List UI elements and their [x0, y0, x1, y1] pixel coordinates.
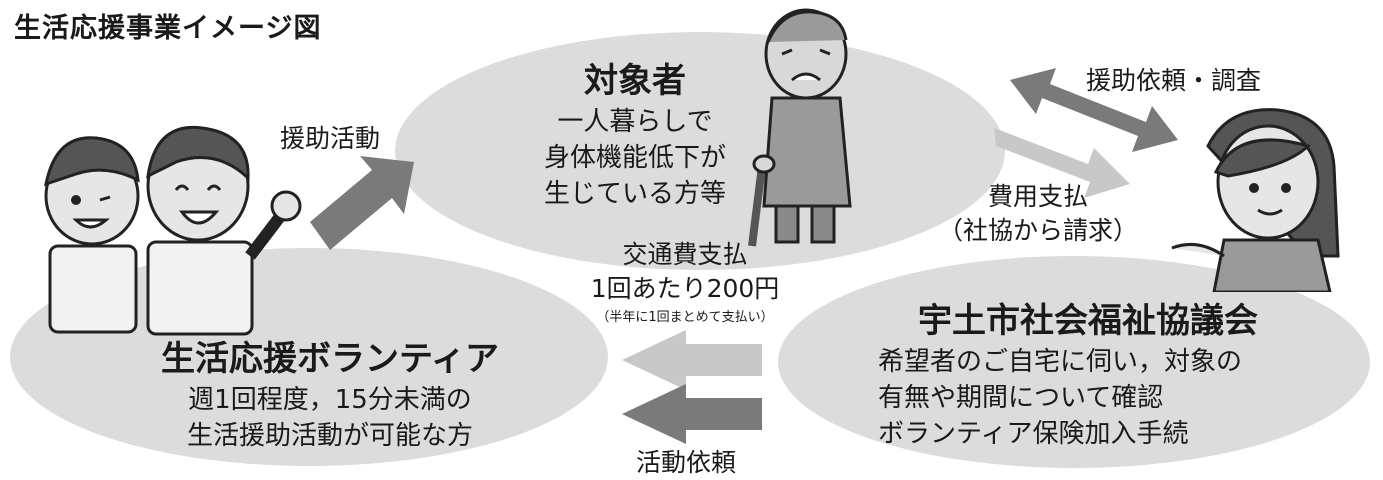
transport-fee-label-block: 交通費支払 1回あたり200円 （半年に1回まとめて支払い）: [560, 238, 810, 325]
council-line-3: ボランティア保険加入手続: [878, 419, 1189, 449]
elderly-person-illustration: [748, 8, 852, 247]
support-activity-label: 援助活動: [280, 124, 381, 153]
fee-payment-label-block: 費用支払 （社協から請求）: [918, 180, 1158, 248]
transport-fee-note: （半年に1回まとめて支払い）: [596, 310, 774, 325]
target-line-1: 一人暮らしで: [557, 107, 713, 137]
target-line-2: 身体機能低下が: [543, 143, 726, 173]
support-activity-arrow: [310, 156, 414, 250]
transport-fee-amount: 1回あたり200円: [590, 274, 780, 303]
fee-payment-label: 費用支払: [987, 182, 1088, 211]
request-survey-arrow: [1010, 68, 1178, 152]
council-heading: 宇土市社会福祉協議会: [918, 301, 1258, 341]
council-text-block: 宇土市社会福祉協議会 希望者のご自宅に伺い，対象の 有無や期間について確認 ボラ…: [878, 298, 1298, 452]
target-line-3: 生じている方等: [543, 179, 726, 209]
volunteer-heading: 生活応援ボランティア: [161, 339, 499, 379]
volunteers-illustration: [44, 125, 302, 336]
transport-fee-arrow: [622, 330, 762, 390]
request-survey-label: 援助依頼・調査: [1086, 66, 1262, 95]
target-ellipse: [395, 32, 1005, 270]
volunteer-line-2: 生活援助活動が可能な方: [186, 421, 473, 451]
fee-payment-note: （社協から請求）: [937, 216, 1138, 245]
diagram-title: 生活応援事業イメージ図: [14, 13, 322, 44]
activity-request-arrow: [622, 384, 762, 444]
fee-payment-arrow: [994, 128, 1130, 198]
target-heading: 対象者: [584, 61, 686, 101]
transport-fee-label: 交通費支払: [622, 240, 748, 269]
volunteer-text-block: 生活応援ボランティア 週1回程度，15分未満の 生活援助活動が可能な方: [120, 336, 540, 454]
council-line-2: 有無や期間について確認: [878, 383, 1164, 413]
council-staff-illustration: [1171, 108, 1340, 292]
target-text-block: 対象者 一人暮らしで 身体機能低下が 生じている方等: [530, 58, 740, 212]
volunteer-line-1: 週1回程度，15分未満の: [188, 385, 472, 415]
council-line-1: 希望者のご自宅に伺い，対象の: [878, 347, 1243, 377]
activity-request-label: 活動依頼: [636, 448, 737, 477]
